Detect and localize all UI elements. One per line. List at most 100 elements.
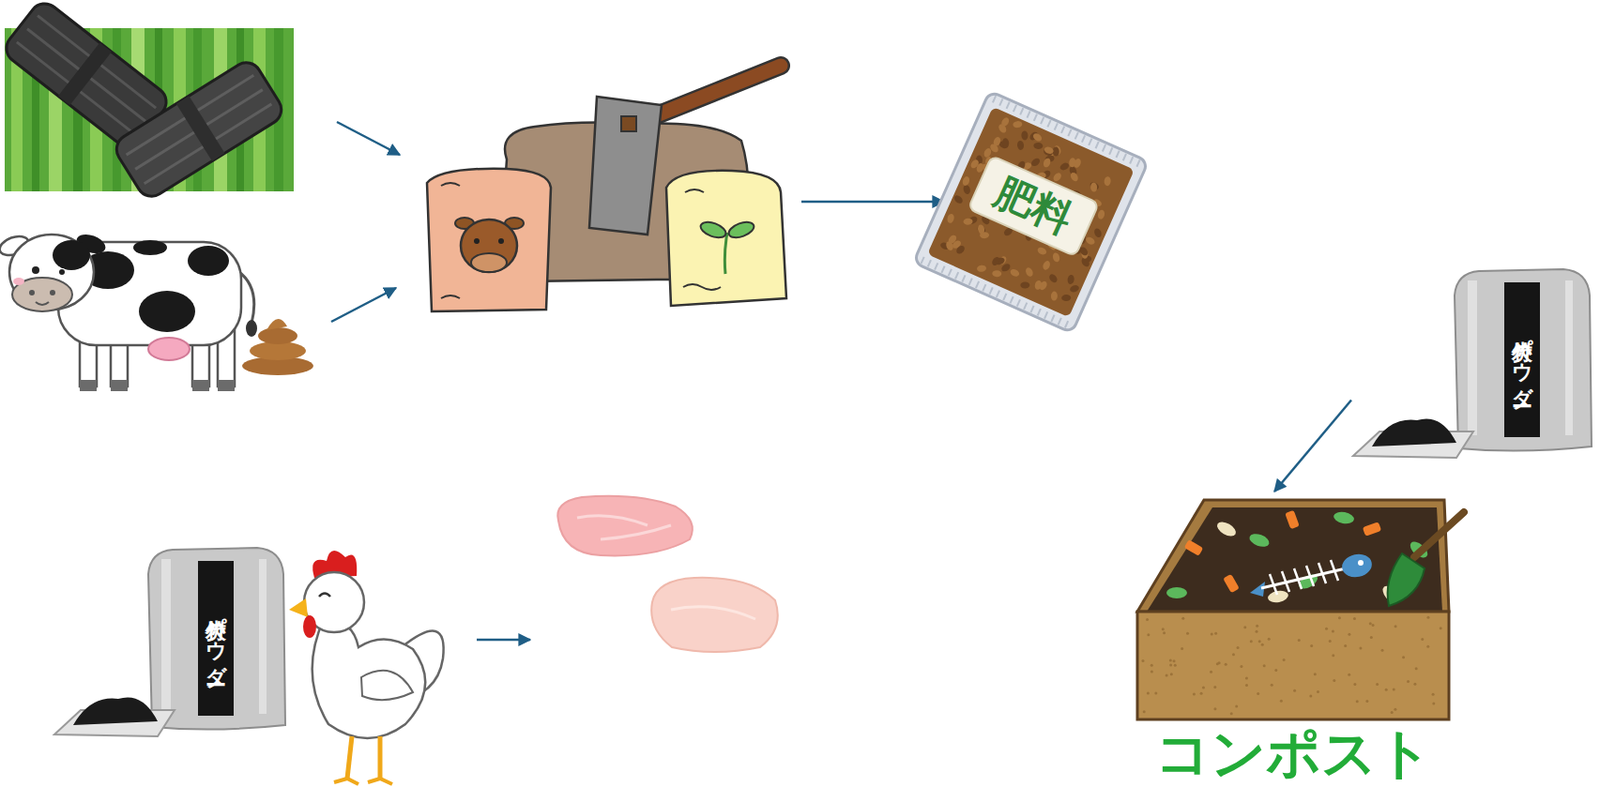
composting-machine-part — [666, 170, 787, 306]
box-front — [1137, 611, 1449, 720]
box-texture — [1293, 689, 1296, 693]
bag-label — [968, 155, 1099, 257]
box-texture — [1392, 687, 1396, 691]
fertilizer-granule — [1031, 132, 1043, 143]
fertilizer-granule — [1068, 157, 1077, 168]
charcoal-powder — [73, 697, 158, 726]
box-texture — [1200, 692, 1204, 696]
box-texture — [1406, 680, 1410, 684]
composting-machine-part — [649, 65, 781, 119]
bag-highlight — [1467, 280, 1478, 436]
box-texture — [1258, 640, 1262, 643]
fish-rib — [1330, 560, 1339, 581]
bag-crimp — [1109, 147, 1113, 154]
fertilizer-granule — [1051, 290, 1059, 301]
bag-crimp — [1067, 129, 1071, 137]
box-texture — [1261, 643, 1265, 647]
composting-machine-part — [460, 219, 518, 273]
cow-part — [35, 302, 49, 305]
box-texture — [1169, 663, 1173, 667]
cow — [0, 230, 314, 392]
bag-crimp — [1115, 151, 1119, 158]
box-texture — [1297, 639, 1301, 642]
bag-crimp — [948, 269, 952, 276]
fertilizer-granule — [997, 122, 1008, 135]
compost-box: コンポスト — [1137, 491, 1449, 787]
flow-arrow-part — [331, 288, 397, 322]
box-texture — [1371, 624, 1375, 627]
charcoal-powder-bag: 竹炭パウダー — [52, 546, 288, 739]
cow-part — [58, 268, 66, 276]
box-texture — [1347, 673, 1351, 677]
bamboo-charcoal-part — [110, 57, 287, 202]
box-texture — [1270, 684, 1274, 687]
bag-crimp — [1040, 117, 1044, 124]
bag-crimp — [1136, 159, 1140, 167]
fertilizer-granule — [952, 194, 964, 206]
chicken — [289, 550, 444, 785]
fertilizer-granule — [1024, 266, 1036, 278]
bag-crimp — [1013, 105, 1017, 112]
fish-rib — [1281, 571, 1290, 593]
fertilizer-granule — [1008, 267, 1021, 278]
chicken-part — [347, 736, 352, 779]
box-texture — [1432, 693, 1435, 697]
fertilizer-granule — [1002, 137, 1010, 149]
bag-crimp — [1047, 120, 1051, 127]
fertilizer-granule — [1051, 252, 1061, 264]
chicken-part — [361, 670, 413, 701]
fertilizer-granule — [976, 224, 986, 235]
box-texture — [1420, 638, 1424, 641]
cow-part — [79, 380, 97, 392]
fertilizer-granule — [1068, 170, 1080, 183]
box-texture — [1328, 640, 1332, 643]
box-texture — [1236, 646, 1240, 650]
composting-machine-part — [724, 232, 728, 275]
cow-part — [266, 319, 288, 331]
cow-part — [49, 289, 56, 296]
bag-crimp — [975, 281, 979, 289]
fertilizer-granule — [1052, 144, 1062, 156]
box-texture — [1202, 685, 1205, 689]
box-texture — [1234, 705, 1238, 709]
box-texture — [1245, 684, 1249, 687]
box-texture — [1274, 669, 1278, 672]
bag-crimp — [1009, 296, 1013, 304]
chicken-meat-part — [670, 607, 756, 620]
fertilizer-granule — [1093, 227, 1103, 239]
box-texture — [1165, 674, 1169, 678]
bag-crimp — [1003, 293, 1006, 301]
fertilizer-granule — [1061, 294, 1071, 302]
box-texture — [1170, 672, 1174, 676]
chicken-part — [312, 619, 427, 739]
box-texture — [1145, 618, 1149, 622]
box-texture — [1432, 702, 1435, 706]
box-texture — [1169, 659, 1173, 663]
chicken-part — [378, 736, 383, 779]
composting-machine-part — [726, 219, 756, 242]
fertilizer-granule — [1066, 274, 1075, 286]
shovel-blade — [1387, 553, 1425, 607]
cow-part — [110, 380, 128, 392]
flow-arrow — [1274, 399, 1352, 492]
fertilizer-granule — [1029, 156, 1041, 168]
bag-highlight — [1565, 280, 1573, 436]
box-texture — [1356, 700, 1359, 703]
fertilizer-granule — [1033, 142, 1043, 151]
cow-part — [217, 380, 235, 392]
fertilizer-granule — [955, 243, 967, 256]
bag-crimp — [955, 272, 959, 279]
box-texture — [1316, 690, 1320, 694]
fish-rib — [1306, 565, 1314, 587]
fertilizer-granule — [1052, 146, 1060, 156]
box-texture — [1192, 692, 1196, 696]
composting-machine-part — [698, 219, 728, 242]
bag-crimp — [1088, 138, 1092, 146]
composting-machine — [426, 65, 787, 312]
box-texture — [1267, 638, 1271, 641]
box-texture — [1146, 691, 1150, 695]
box-texture — [1331, 630, 1335, 634]
fertilizer-granule — [1016, 140, 1024, 152]
box-texture — [1186, 632, 1189, 636]
